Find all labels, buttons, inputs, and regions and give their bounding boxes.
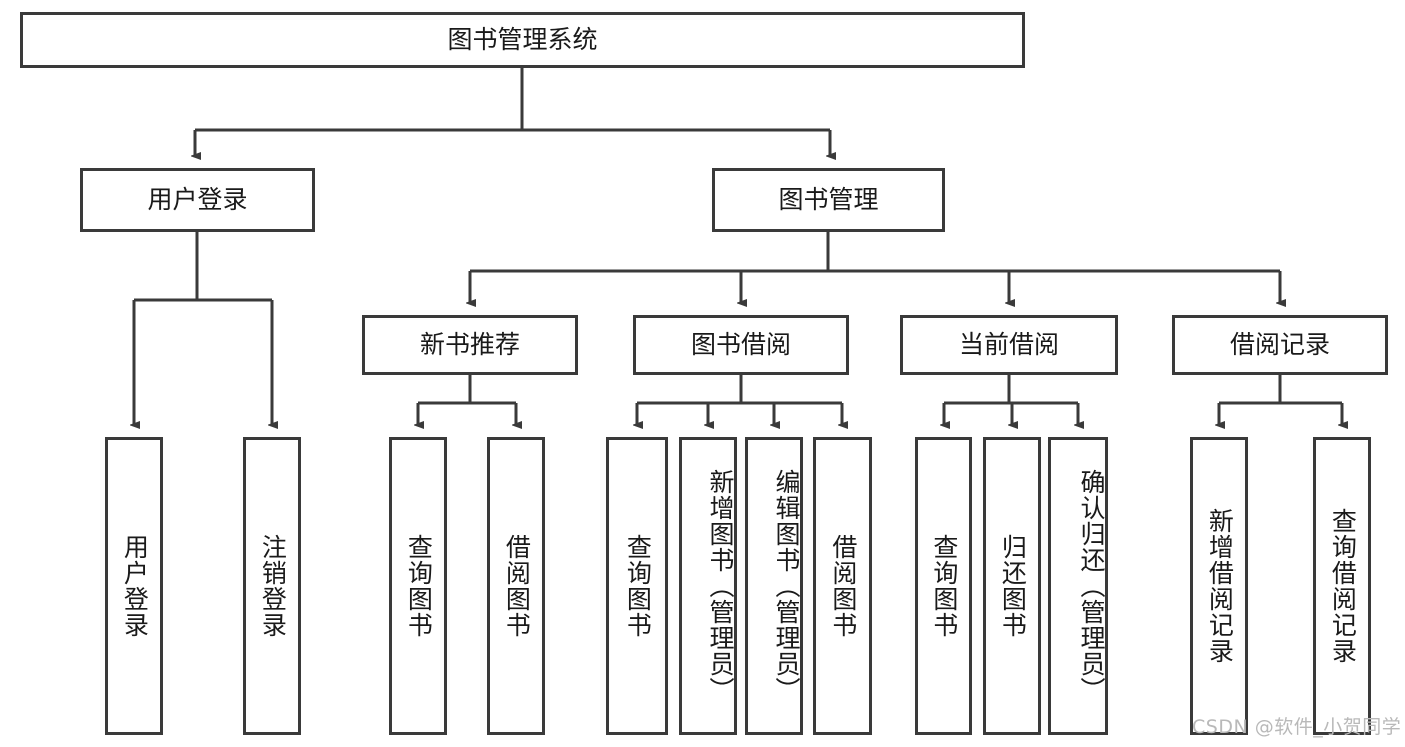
leaf-add-book-admin[interactable]: 新增图书（管理员） <box>679 437 737 735</box>
leaf-query-book-recommend[interactable]: 查询图书 <box>389 437 447 735</box>
leaf-confirm-return-admin[interactable]: 确认归还（管理员） <box>1048 437 1108 735</box>
node-book-management[interactable]: 图书管理 <box>712 168 945 232</box>
leaf-user-login[interactable]: 用户登录 <box>105 437 163 735</box>
node-current-borrow[interactable]: 当前借阅 <box>900 315 1118 375</box>
leaf-return-book[interactable]: 归还图书 <box>983 437 1041 735</box>
leaf-add-borrow-record[interactable]: 新增借阅记录 <box>1190 437 1248 735</box>
leaf-query-book-borrow[interactable]: 查询图书 <box>606 437 668 735</box>
leaf-query-borrow-record[interactable]: 查询借阅记录 <box>1313 437 1371 735</box>
leaf-query-book-current[interactable]: 查询图书 <box>915 437 972 735</box>
node-user-login[interactable]: 用户登录 <box>80 168 315 232</box>
leaf-edit-book-admin[interactable]: 编辑图书（管理员） <box>745 437 803 735</box>
node-new-book-recommend[interactable]: 新书推荐 <box>362 315 578 375</box>
leaf-user-logout[interactable]: 注销登录 <box>243 437 301 735</box>
watermark: CSDN @软件_小贺同学 <box>1192 716 1402 738</box>
leaf-borrow-book[interactable]: 借阅图书 <box>813 437 872 735</box>
node-root[interactable]: 图书管理系统 <box>20 12 1025 68</box>
leaf-borrow-book-recommend[interactable]: 借阅图书 <box>487 437 545 735</box>
node-book-borrow[interactable]: 图书借阅 <box>633 315 849 375</box>
node-borrow-record[interactable]: 借阅记录 <box>1172 315 1388 375</box>
